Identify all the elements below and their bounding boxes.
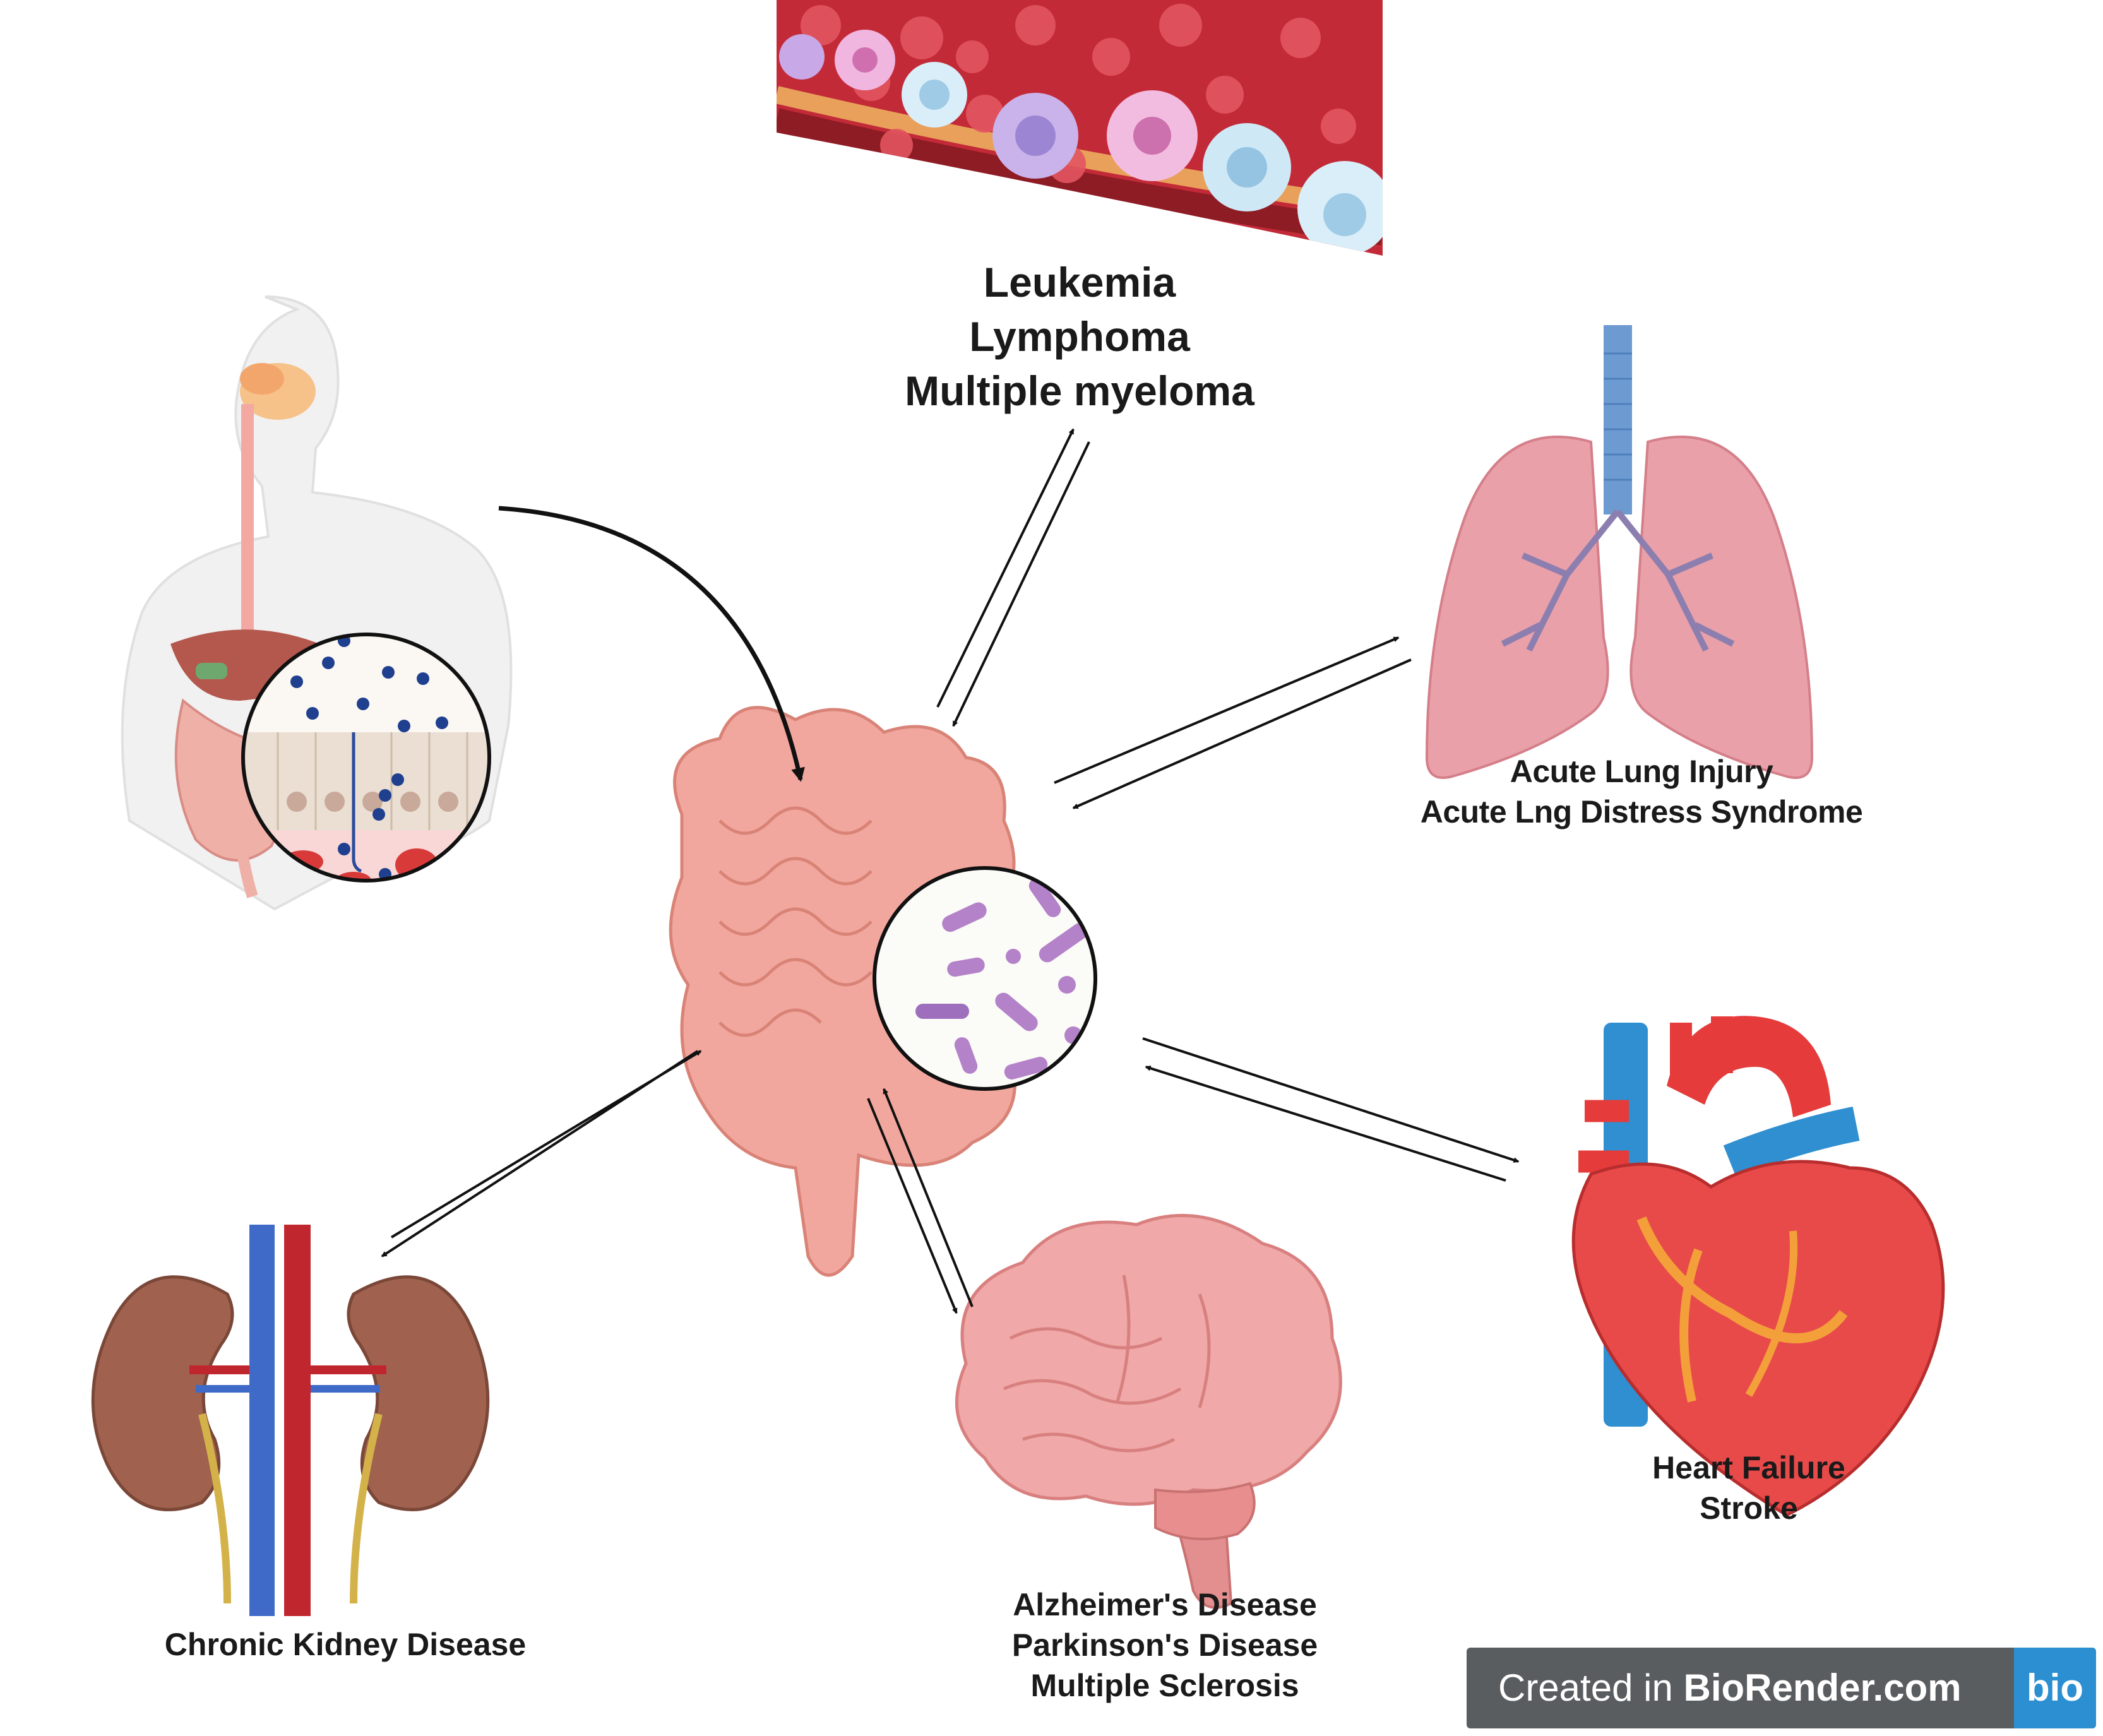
arrows — [381, 428, 1520, 1314]
brain-icon — [955, 1214, 1342, 1609]
biorender-logo-icon: bio — [2014, 1648, 2096, 1728]
arrow-gut-kidney — [381, 1050, 702, 1257]
brain-disease-labels: Alzheimer's Disease Parkinson's Disease … — [1012, 1584, 1318, 1706]
label-acute-lung-injury: Acute Lung Injury — [1510, 754, 1773, 789]
arrow-gut-lung — [1054, 636, 1412, 809]
arrow-gut-blood — [936, 428, 1090, 727]
heart-disease-labels: Heart Failure Stroke — [1652, 1448, 1845, 1528]
label-parkinsons: Parkinson's Disease — [1011, 1627, 1318, 1663]
label-chronic-kidney-disease: Chronic Kidney Disease — [164, 1627, 527, 1662]
watermark-text: Created in BioRender.com — [1498, 1648, 1962, 1728]
label-alzheimers: Alzheimer's Disease — [1013, 1587, 1317, 1622]
heart-icon — [1571, 1016, 1945, 1517]
label-heart-failure: Heart Failure — [1652, 1450, 1845, 1485]
arrow-body-to-gut — [498, 506, 805, 782]
kidneys-icon — [91, 1225, 490, 1616]
label-leukemia: Leukemia — [983, 259, 1176, 306]
kidney-disease-labels: Chronic Kidney Disease — [165, 1624, 526, 1665]
intestine-with-bacteria-icon — [669, 706, 1097, 1277]
arrow-gut-heart — [1142, 1037, 1520, 1182]
lungs-icon — [1425, 325, 1814, 779]
biorender-watermark: Created in BioRender.com bio — [1467, 1648, 2096, 1728]
lung-disease-labels: Acute Lung Injury Acute Lng Distress Syn… — [1421, 751, 1863, 832]
label-multiple-sclerosis: Multiple Sclerosis — [1030, 1668, 1299, 1703]
label-multiple-myeloma: Multiple myeloma — [905, 367, 1254, 414]
watermark-prefix: Created in — [1498, 1667, 1684, 1709]
blood-vessel-cells-icon — [777, 0, 1383, 256]
label-ards: Acute Lng Distress Syndrome — [1420, 794, 1863, 829]
label-stroke: Stroke — [1700, 1490, 1798, 1526]
arrow-gut-brain — [867, 1088, 974, 1314]
watermark-brand: BioRender.com — [1683, 1667, 1962, 1709]
blood-disease-labels: Leukemia Lymphoma Multiple myeloma — [905, 255, 1254, 418]
label-lymphoma: Lymphoma — [969, 313, 1190, 360]
